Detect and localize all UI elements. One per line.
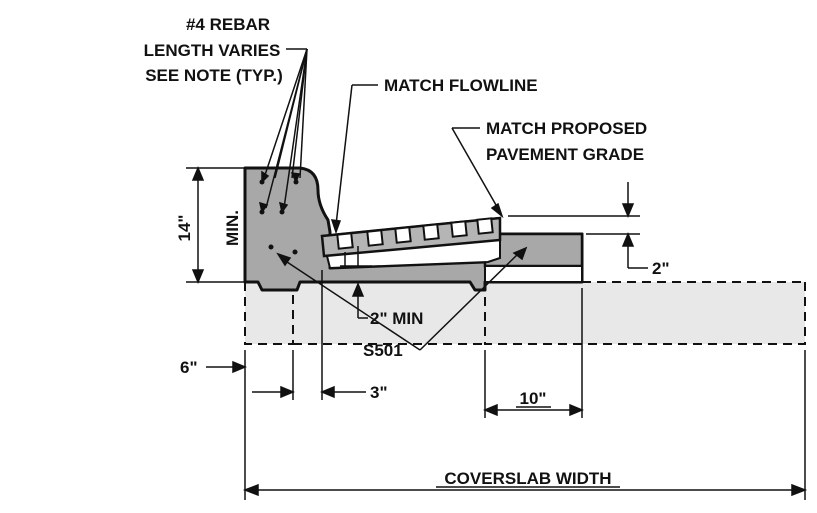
rebar-label-line3: SEE NOTE (TYP.): [145, 66, 283, 85]
pavement-label-line2: PAVEMENT GRADE: [486, 145, 644, 164]
match-flowline-label: MATCH FLOWLINE: [384, 76, 538, 95]
dim-3-label: 3": [370, 383, 388, 402]
dim-6: [206, 350, 247, 500]
rebar-label-line1: #4 REBAR: [186, 15, 270, 34]
dim-coverslab-width: [242, 350, 808, 500]
dim-min-label: MIN.: [223, 210, 242, 246]
dim-2-min-label: 2" MIN: [370, 309, 423, 328]
dim-2-right: [508, 182, 648, 269]
dim-3: [252, 270, 366, 400]
dim-14-min: [186, 166, 244, 284]
section-ref-label: S501: [363, 341, 403, 360]
dim-10-label: 10": [520, 389, 547, 408]
pavement-leader: [451, 127, 504, 219]
flowline-leader: [330, 84, 378, 235]
rebar-leaders: [258, 48, 308, 214]
curb-section: [243, 166, 584, 292]
dim-14-label: 14": [175, 215, 194, 242]
pavement-label-line1: MATCH PROPOSED: [486, 119, 647, 138]
dim-2-min: [351, 282, 368, 319]
coverslab-width-label: COVERSLAB WIDTH: [444, 469, 611, 488]
grate-bars: [336, 217, 494, 250]
pavement-base: [484, 265, 583, 283]
s501-leaders: [276, 246, 528, 351]
coverslab-dashed-slab: [244, 281, 806, 345]
dim-10: [483, 288, 584, 418]
dim-2-label: 2": [652, 259, 670, 278]
dim-6-label: 6": [180, 358, 198, 377]
rebar-label-line2: LENGTH VARIES: [144, 41, 281, 60]
